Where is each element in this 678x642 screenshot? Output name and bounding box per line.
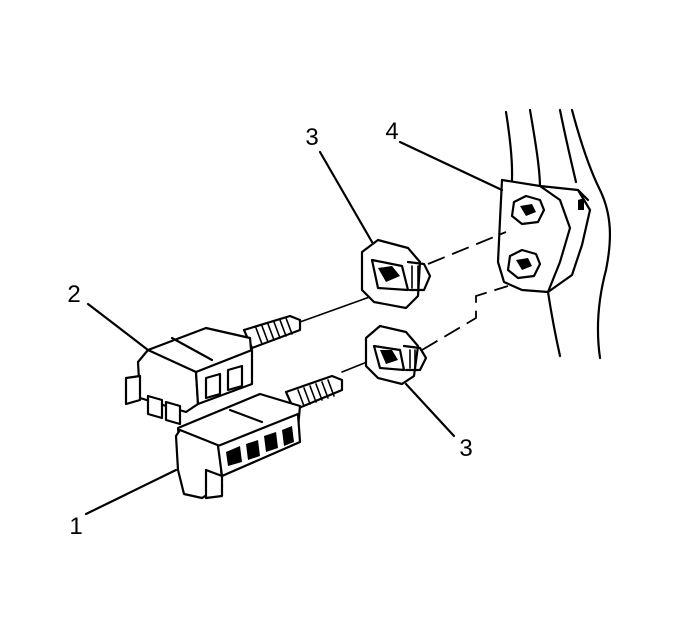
bracket-hole-lower-shadow [516, 258, 532, 270]
switch-2-terminal-d [204, 372, 222, 400]
retainer-upper-teeth [411, 265, 419, 289]
callout-3-lower: 3 [459, 435, 472, 462]
leader-lines [84, 140, 504, 516]
axis-line-upper-switch [299, 293, 379, 323]
bracket-plate [496, 178, 592, 294]
retainer-lower-teeth [409, 349, 416, 369]
bracket-arm-lower [546, 290, 562, 358]
retainer-clip-lower [364, 324, 428, 386]
retainer-upper-face [370, 258, 410, 292]
switch-1-slot-b [246, 440, 260, 460]
bracket-fold [576, 188, 590, 202]
retainer-lower-neck [402, 344, 428, 372]
retainer-clip-upper [360, 238, 432, 310]
switch-2 [124, 314, 302, 426]
switch-1-slot-d [282, 426, 294, 446]
switch-2-terminal-c [164, 400, 182, 426]
switch-2-terminal-e [226, 364, 244, 392]
switch-2-ridge [170, 336, 214, 362]
callout-2: 2 [67, 281, 80, 308]
bracket-hole-upper-shadow [520, 204, 536, 216]
retainer-upper-neck [406, 260, 432, 292]
bracket-arm-edge-mid [528, 108, 542, 190]
switch-2-terminal-b [146, 394, 164, 420]
switch-1-slot-c [264, 432, 278, 452]
switch-1-slot-a [226, 446, 242, 466]
bracket-hole-upper [510, 194, 546, 226]
alignment-line-lower [421, 285, 509, 351]
bracket-flange [538, 184, 572, 294]
switch-2-threads [255, 317, 293, 345]
switch-1-threads [297, 379, 335, 407]
leader-3-lower [404, 382, 456, 438]
bracket-slot [578, 198, 584, 210]
callout-labels: 3 4 2 3 1 [67, 118, 472, 540]
leader-1 [84, 468, 178, 516]
leader-4 [398, 140, 504, 192]
alignment-line-upper [427, 231, 507, 265]
bracket-arm-outer [570, 108, 612, 360]
retainer-lower-opening [380, 350, 398, 364]
retainer-upper-opening [378, 266, 400, 282]
callout-4: 4 [385, 118, 398, 145]
switch-1-ridge [228, 408, 264, 424]
bracket-hole-lower [506, 248, 542, 280]
callout-1: 1 [69, 513, 82, 540]
bracket-arm-edge-right [558, 108, 578, 184]
pedal-bracket [496, 108, 612, 360]
leader-3-upper [318, 150, 374, 244]
switch-1-connector [204, 468, 224, 500]
switch-2-terminal-a [124, 374, 142, 406]
retainer-lower-face [372, 344, 406, 372]
callout-3-upper: 3 [305, 124, 318, 151]
switch-1 [174, 374, 344, 500]
leader-2 [86, 302, 150, 352]
